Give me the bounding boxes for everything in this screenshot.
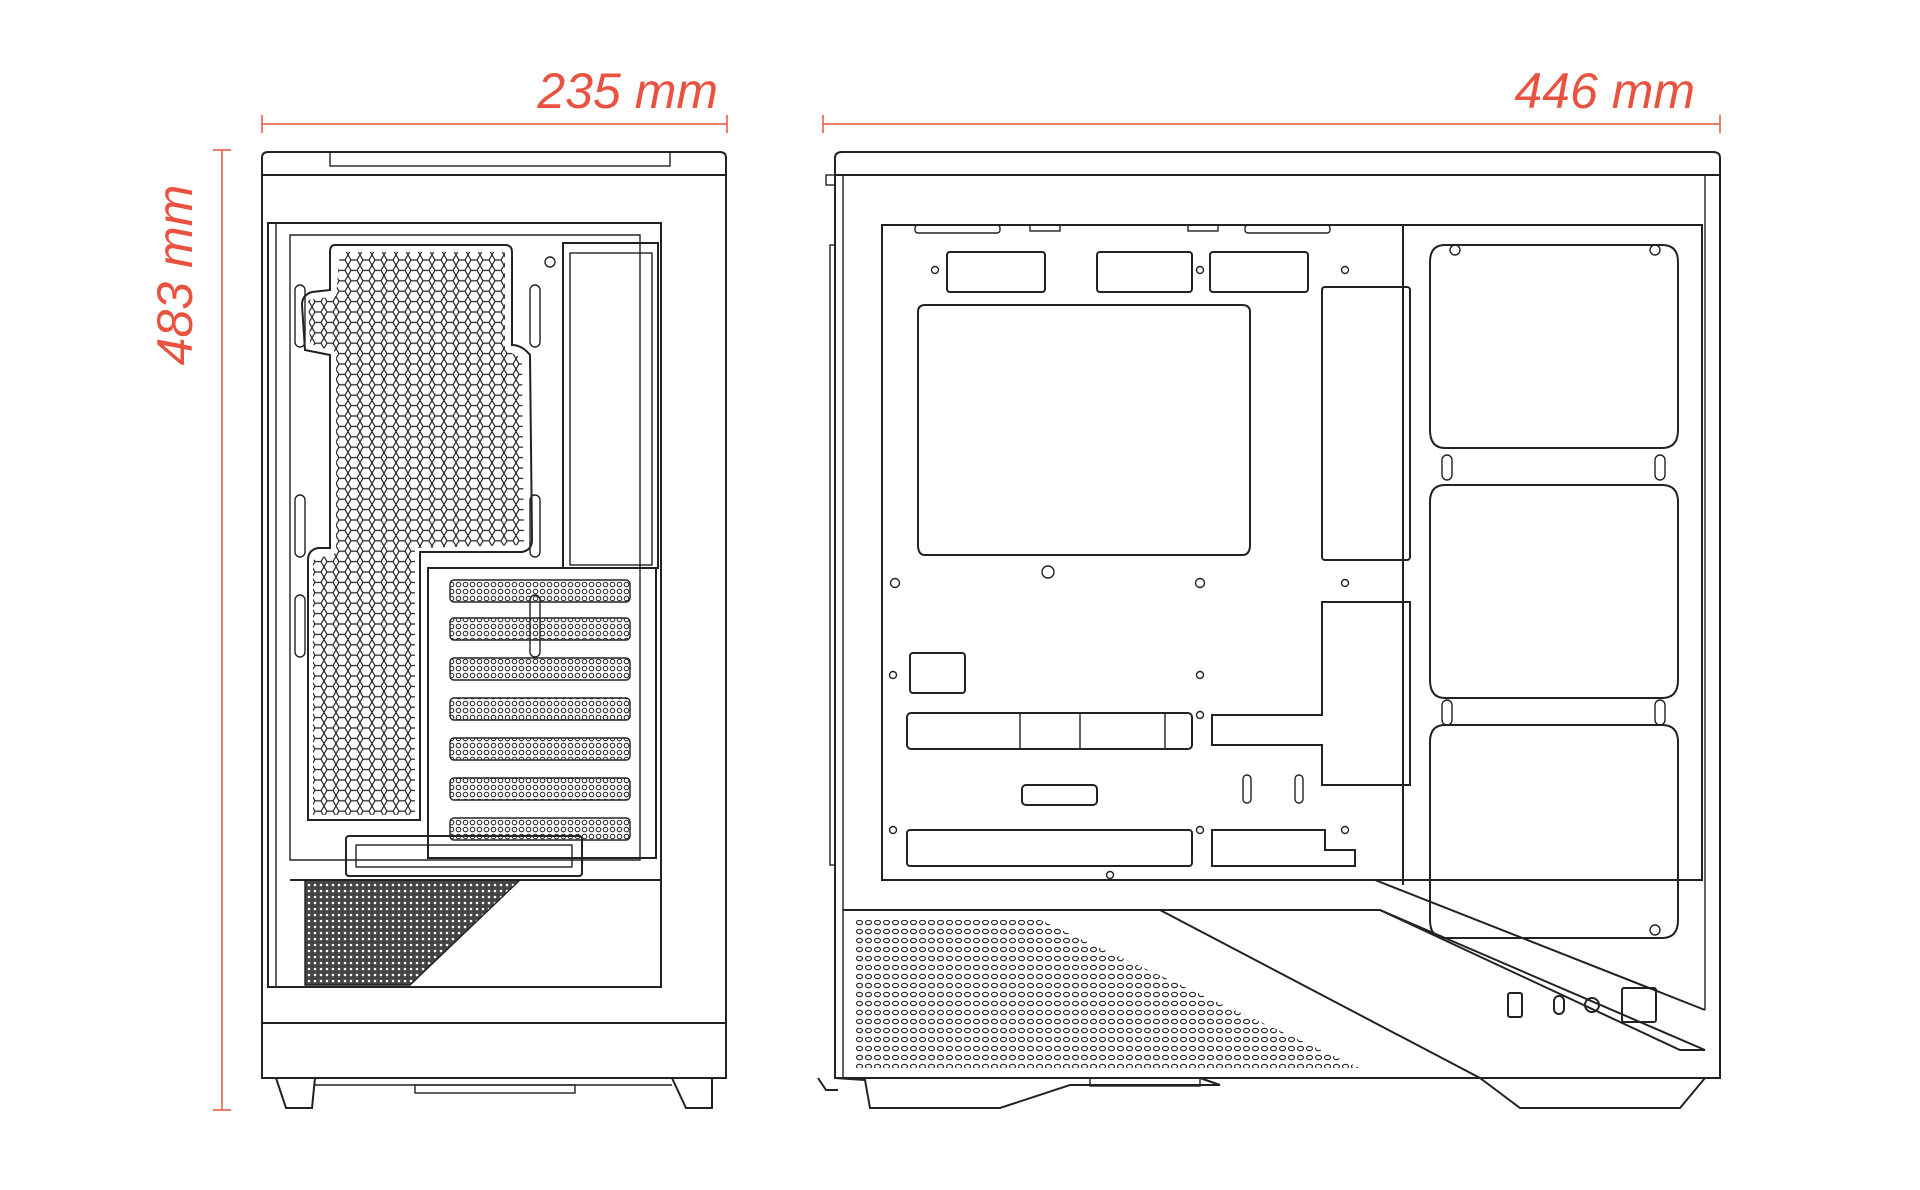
width-label: 235 mm xyxy=(536,63,718,119)
dimension-width: 235 mm xyxy=(261,63,728,133)
front-io-panel xyxy=(1507,987,1657,1023)
front-slots-left xyxy=(294,284,306,658)
dimension-height: 483 mm xyxy=(147,149,231,1111)
standoffs xyxy=(888,265,1350,880)
power-button[interactable] xyxy=(1621,987,1657,1023)
top-vent-fins xyxy=(329,151,671,167)
length-label: 446 mm xyxy=(1514,63,1695,119)
dimension-length: 446 mm xyxy=(822,63,1721,133)
audio-jack-icon xyxy=(1584,997,1600,1013)
front-view xyxy=(261,151,727,1109)
usb-c-port-icon xyxy=(1553,995,1565,1015)
side-view xyxy=(817,151,1721,1109)
height-label: 483 mm xyxy=(147,185,203,366)
pci-slots xyxy=(427,567,657,859)
usb-a-port-icon xyxy=(1507,992,1523,1018)
fan-mounts xyxy=(1429,244,1679,939)
